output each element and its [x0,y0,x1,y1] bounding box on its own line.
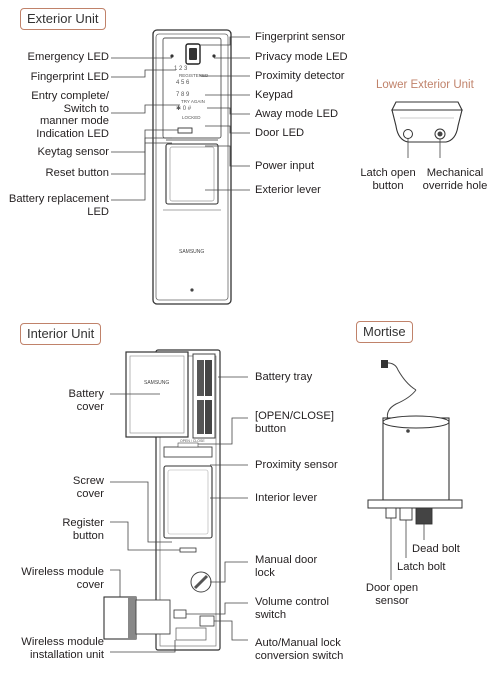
emergency-led-label: Emergency LED [27,51,109,63]
volume-control-switch-label: Volume control switch [255,596,330,621]
proximity-detector-label: Proximity detector [255,70,345,82]
interior-lever-label: Interior lever [255,492,318,504]
fingerprint-led-label: Fingerprint LED [30,71,109,83]
power-input-label: Power input [255,160,315,172]
mortise-drawing [367,360,463,580]
exterior-unit-drawing [152,29,232,305]
exterior-brand-text: SAMSUNG [179,249,205,255]
auto-manual-switch-label: Auto/Manual lock conversion switch [255,637,344,662]
register-button-label: Register button [62,517,104,542]
away-mode-led-label: Away mode LED [255,108,339,120]
keypad-row-3: 7 8 9 [176,92,190,98]
door-led-label: Door LED [255,127,305,139]
battery-cover-label: Battery cover [68,388,104,413]
interior-unit-title: Interior Unit [20,323,102,345]
exterior-unit-title: Exterior Unit [20,8,106,30]
exterior-leader-lines [111,36,250,201]
interior-leader-lines [110,376,248,653]
manual-door-lock-label: Manual door lock [255,554,318,579]
wireless-module-cover-label: Wireless module cover [21,566,104,591]
proximity-sensor-label: Proximity sensor [255,459,338,471]
exterior-lever-label: Exterior lever [255,184,321,196]
interior-brand-text: SAMSUNG [144,380,170,386]
keypad-row-1: 1 2 3 [174,66,188,72]
battery-tray-label: Battery tray [255,371,313,383]
try-again-text: TRY AGAIN [181,99,205,104]
registered-text: REGISTERED [179,73,209,78]
open-close-small-text: OPEN / CLOSE [180,439,205,443]
battery-replacement-led-label: Battery replacement LED [8,193,109,218]
interior-unit-drawing [103,349,221,651]
latch-open-button-label: Latch open button [360,167,416,192]
entry-complete-led-label: Entry complete/ Switch to manner mode In… [31,90,109,140]
keypad-label: Keypad [255,89,293,101]
keytag-sensor-label: Keytag sensor [37,146,109,158]
open-close-button-label: [OPEN/CLOSE] button [255,410,334,435]
dead-bolt-label: Dead bolt [412,543,460,555]
screw-cover-label: Screw cover [72,475,104,500]
lower-exterior-unit-title: Lower Exterior Unit [376,79,474,91]
lower-exterior-unit-drawing [391,101,463,158]
privacy-mode-led-label: Privacy mode LED [255,51,348,63]
mechanical-override-hole-label: Mechanical override hole [422,167,488,192]
keypad-row-4: ✱ 0 # [176,106,192,112]
latch-bolt-label: Latch bolt [397,561,446,573]
fingerprint-sensor-label: Fingerprint sensor [255,31,346,43]
keypad-row-2: 4 5 6 [176,80,190,86]
wireless-module-installation-unit-label: Wireless module installation unit [21,636,104,661]
locked-text: LOCKED [182,115,201,120]
mortise-title: Mortise [356,321,413,343]
door-open-sensor-label: Door open sensor [365,582,419,607]
reset-button-label: Reset button [45,167,109,179]
